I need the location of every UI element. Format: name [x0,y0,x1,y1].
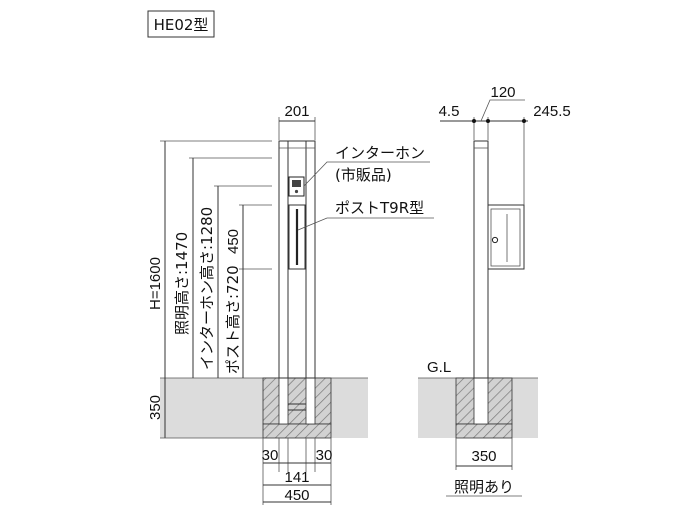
callouts: インターホン (市販品) ポストT9R型 [297,144,434,231]
callout-intercom-line2: (市販品) [335,166,392,184]
side-view: G.L 4.5 120 245.5 350 照明あり [418,84,571,497]
dim-bottom-total: 450 [284,487,309,504]
side-foundation-base [455,423,513,439]
foundation-base [262,423,332,439]
dim-post-size: 450 [225,229,242,254]
dim-side-b: 120 [490,84,515,101]
dim-side-c: 245.5 [533,103,571,120]
ground-level-label: G.L [427,359,451,376]
dim-side-base: 350 [471,448,496,465]
front-view: 201 H=1600 照明高さ:1470 インターホン高さ:1280 ポスト高さ… [147,103,368,505]
dim-total-height: H=1600 [147,257,164,310]
callout-post: ポストT9R型 [335,199,424,217]
model-label-text: HE02型 [154,16,209,34]
post-box-side [487,204,525,270]
dim-bottom-left: 30 [262,447,279,464]
dim-light-height: 照明高さ:1470 [173,232,191,335]
dim-bottom-right: 30 [316,447,333,464]
foundation-block [262,377,332,425]
model-label: HE02型 [147,10,215,38]
dim-top-width: 201 [284,103,309,120]
callout-intercom-line1: インターホン [335,144,425,162]
dim-embed-depth: 350 [147,395,164,420]
side-note: 照明あり [454,478,514,496]
dim-side-a: 4.5 [439,103,460,120]
dim-intercom-height: インターホン高さ:1280 [198,207,216,370]
side-column [473,140,489,379]
dim-post-height: ポスト高さ:720 [224,265,242,374]
dim-bottom-mid: 141 [284,469,309,486]
